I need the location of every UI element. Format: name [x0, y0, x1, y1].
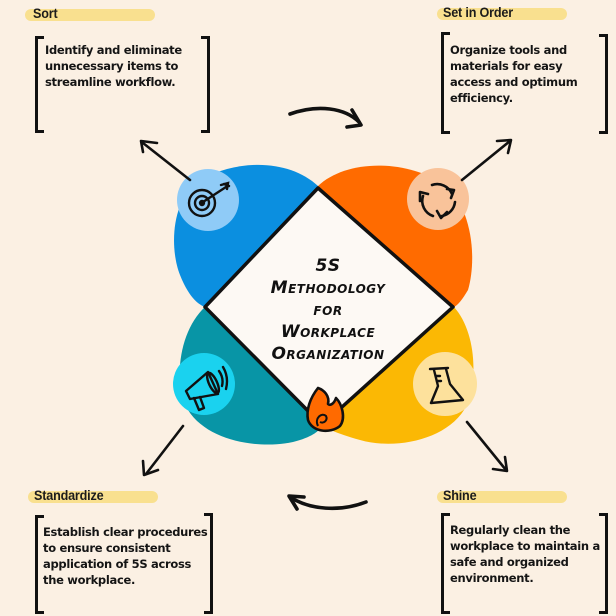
description-line: streamline workflow. [45, 75, 176, 89]
arrow-to-shine [465, 420, 509, 473]
description-line: the workplace. [43, 573, 136, 587]
description-line: safe and organized [450, 555, 569, 569]
bracket-right [204, 513, 213, 614]
title-highlight [437, 8, 567, 20]
description-line: efficiency. [450, 91, 513, 105]
step-description: Regularly clean the workplace to maintai… [450, 522, 600, 586]
description-line: access and optimum [450, 75, 578, 89]
description-line: Identify and eliminate [45, 43, 182, 57]
flask-icon [428, 366, 465, 405]
title-highlight [25, 9, 155, 21]
step-title: Sort [33, 5, 58, 21]
bracket-right [201, 36, 210, 133]
standardize-icon-circle [173, 353, 235, 415]
center-title-line: 5S [315, 256, 341, 276]
set-in-order-icon-circle [407, 168, 469, 230]
center-title-line: for [313, 300, 343, 320]
bracket-left [441, 32, 450, 134]
step-title: Standardize [34, 487, 104, 503]
bracket-left [441, 513, 450, 614]
step-description: Establish clear procedures to ensure con… [43, 524, 208, 588]
description-line: unnecessary items to [45, 59, 179, 73]
center-title-line: Workplace [280, 322, 376, 342]
curved-arrow-bottom [287, 494, 368, 511]
description-line: to ensure consistent [43, 541, 171, 555]
shine-icon-circle [413, 352, 477, 416]
description-line: workplace to maintain a [450, 539, 600, 553]
megaphone-icon [184, 365, 229, 412]
fire-icon [306, 386, 345, 433]
arrow-to-set-in-order [460, 138, 513, 182]
curved-arrow-top [288, 106, 363, 129]
description-line: Organize tools and [450, 43, 567, 57]
description-line: application of 5S across [43, 557, 192, 571]
title-highlight [437, 491, 567, 503]
bracket-right [599, 34, 608, 134]
description-line: Establish clear procedures [43, 525, 208, 539]
bracket-right [599, 513, 608, 614]
center-title-line: Organization [271, 344, 385, 364]
center-title: 5S Methodology for Workplace Organizatio… [238, 255, 418, 365]
step-description: Organize tools and materials for easy ac… [450, 42, 578, 106]
arrow-to-sort [139, 139, 192, 182]
step-title: Set in Order [443, 4, 513, 20]
arrow-to-standardize [141, 424, 185, 477]
cycle-arrows-icon [418, 182, 457, 220]
center-title-line: Methodology [270, 278, 386, 298]
step-title: Shine [443, 487, 477, 503]
description-line: materials for easy [450, 59, 563, 73]
target-icon [187, 181, 231, 218]
step-description: Identify and eliminate unnecessary items… [45, 42, 182, 90]
description-line: environment. [450, 571, 534, 585]
description-line: Regularly clean the [450, 523, 571, 537]
bracket-left [35, 36, 44, 133]
title-highlight [28, 491, 158, 503]
bracket-left [35, 515, 44, 614]
